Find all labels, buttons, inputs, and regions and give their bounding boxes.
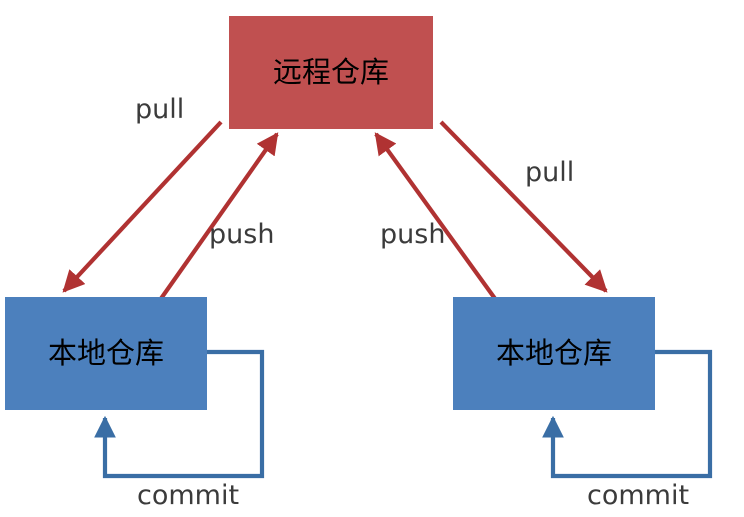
edge-label-push-right: push <box>380 219 446 250</box>
node-local-repo-right-label: 本地仓库 <box>495 336 612 370</box>
node-remote-repo-label: 远程仓库 <box>272 55 389 89</box>
edge-label-commit-right: commit <box>587 480 690 511</box>
node-remote-repo[interactable]: 远程仓库 <box>229 16 433 129</box>
edge-label-commit-left: commit <box>137 480 240 511</box>
connector-pull-right <box>439 120 608 293</box>
edge-label-push-left: push <box>209 219 275 250</box>
node-local-repo-left-label: 本地仓库 <box>47 336 164 370</box>
edge-label-pull-left: pull <box>135 94 185 125</box>
connector-push-right <box>374 132 498 302</box>
edge-label-pull-right: pull <box>525 157 575 188</box>
connector-push-left <box>158 132 279 302</box>
node-local-repo-right[interactable]: 本地仓库 <box>453 297 655 410</box>
node-local-repo-left[interactable]: 本地仓库 <box>5 297 207 410</box>
connector-pull-left <box>62 120 223 293</box>
connector-commit-left <box>94 349 265 479</box>
connector-commit-right <box>542 349 713 479</box>
